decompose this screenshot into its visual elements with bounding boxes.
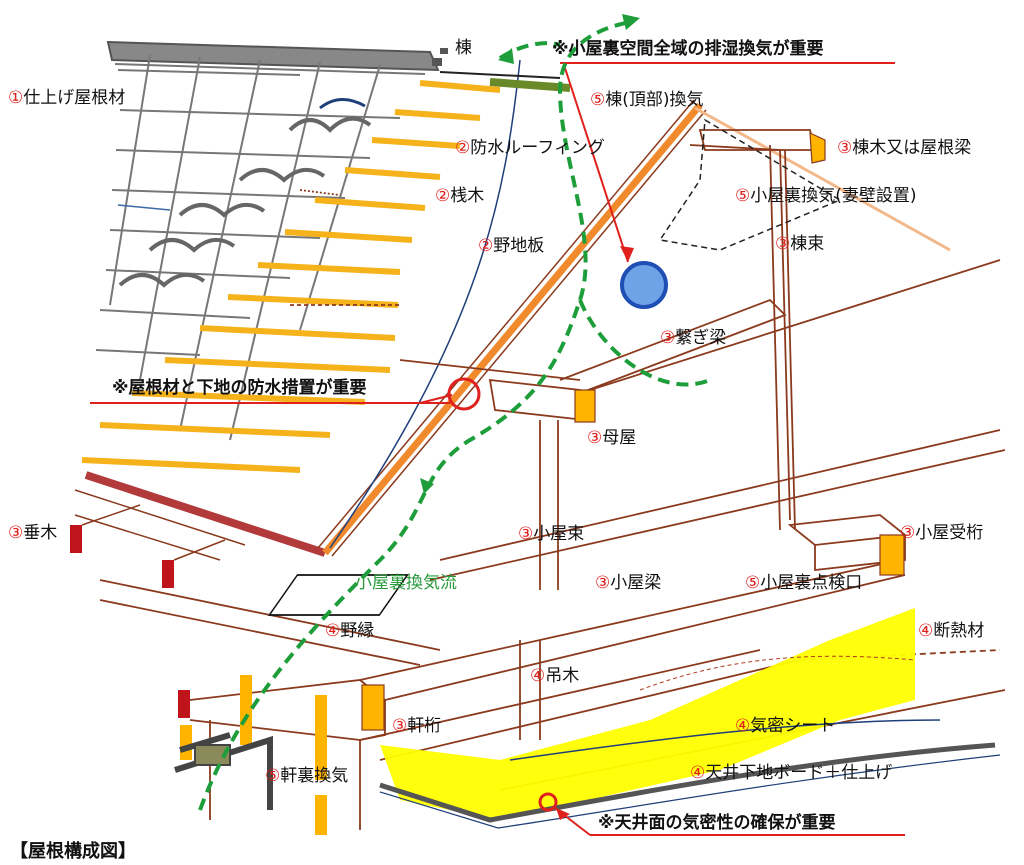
label-gable-vent: ⑤小屋裏換気(妻壁設置)	[735, 186, 917, 206]
annotation-markers	[90, 62, 905, 836]
roof-tiles	[95, 40, 440, 441]
battens	[81, 80, 501, 473]
ceiling-board	[379, 742, 996, 823]
label-ceiling-board: ④天井下地ボード＋仕上げ	[690, 763, 893, 783]
label-tie-beam: ③繋ぎ梁	[660, 328, 727, 348]
label-hanger: ④吊木	[530, 666, 580, 686]
insulation	[380, 608, 915, 820]
label-inspection-hatch: ⑤小屋裏点検口	[745, 573, 863, 593]
timber-frame	[99, 129, 1006, 830]
label-insulation: ④断熱材	[918, 621, 985, 641]
label-eave-vent: ⑤軒裏換気	[265, 766, 349, 786]
label-ridge-vent: ⑤棟(頂部)換気	[590, 90, 704, 110]
sheathing-slope	[317, 59, 951, 557]
ridge-caps	[432, 48, 448, 66]
label-batten: ②桟木	[435, 186, 485, 206]
note-attic-ventilation: ※小屋裏空間全域の排湿換気が重要	[552, 39, 824, 59]
label-sheathing: ②野地板	[478, 236, 545, 256]
airtight-sheet	[509, 719, 941, 761]
note-ceiling-airtight: ※天井面の気密性の確保が重要	[598, 813, 836, 833]
label-attic-girder: ③小屋受桁	[900, 523, 984, 543]
label-ceiling-joist: ④野縁	[325, 621, 375, 641]
label-purlin: ③母屋	[587, 428, 637, 448]
gable-vent-outline	[658, 118, 842, 251]
beam-end-caps	[361, 132, 905, 731]
label-king-post: ③棟束	[775, 234, 825, 254]
label-ridge-beam: ③棟木又は屋根梁	[837, 138, 972, 158]
label-ridge: 棟	[455, 38, 472, 58]
eave-vent-bracket	[174, 732, 273, 810]
airflow-arrowheads	[420, 14, 640, 494]
attic-moisture-circle	[620, 261, 668, 309]
label-waterproof-roofing: ②防水ルーフィング	[455, 138, 605, 158]
label-attic-airflow: 小屋裏換気流	[355, 573, 457, 593]
label-eave-girder: ③軒桁	[392, 716, 442, 736]
eave-board	[70, 471, 327, 718]
note-roof-waterproof: ※屋根材と下地の防水措置が重要	[112, 378, 367, 398]
eave-vent-boards	[180, 675, 327, 835]
label-rafter: ③垂木	[8, 523, 58, 543]
diagram-title: 【屋根構成図】	[10, 841, 136, 862]
label-airtight-sheet: ④気密シート	[735, 716, 836, 736]
label-attic-post: ③小屋束	[518, 524, 585, 544]
label-roof-finish: ①仕上げ屋根材	[8, 88, 126, 108]
label-attic-beam: ③小屋梁	[595, 573, 662, 593]
